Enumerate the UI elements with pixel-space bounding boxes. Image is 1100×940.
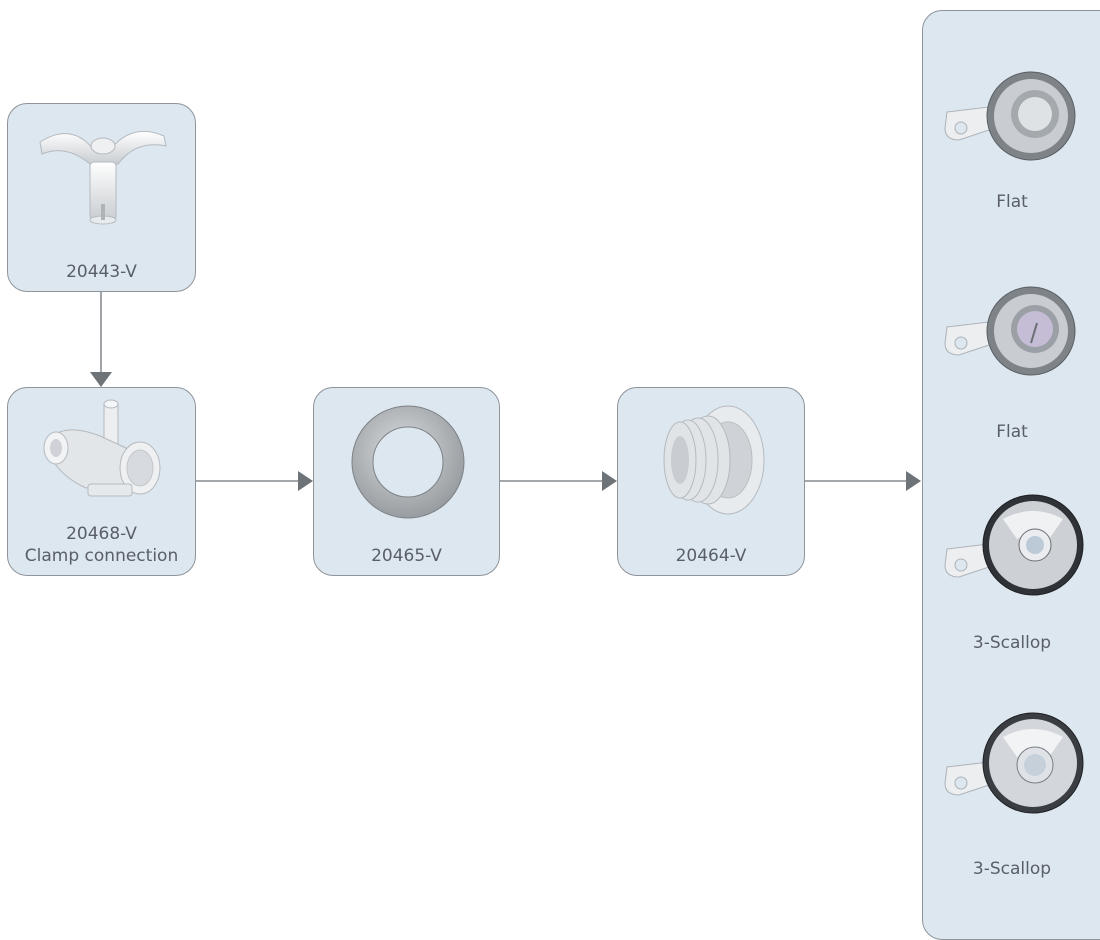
- part-card-20468[interactable]: 20468-V Clamp connection: [7, 387, 196, 576]
- gasket-ring-icon: [351, 405, 465, 519]
- part-label: 20464-V: [675, 546, 747, 566]
- part-label: 20468-V: [66, 524, 137, 544]
- y-fitting-icon: [39, 130, 167, 225]
- scallop-jet-icon: [944, 712, 1084, 814]
- jet-label: 3-Scallop: [972, 633, 1052, 653]
- part-sublabel: Clamp connection: [24, 546, 179, 566]
- part-card-20465[interactable]: 20465-V: [313, 387, 500, 576]
- part-label: 20443-V: [66, 262, 137, 282]
- jet-option[interactable]: Flat: [923, 241, 1100, 471]
- arrowhead-right-1: [298, 471, 313, 491]
- part-card-20464[interactable]: 20464-V: [617, 387, 805, 576]
- jet-option[interactable]: Flat: [923, 11, 1100, 241]
- jet-label: Flat: [996, 422, 1028, 442]
- arrowhead-right-2: [602, 471, 617, 491]
- jet-options-panel: Flat Flat 3-Scallop: [922, 10, 1100, 940]
- flat-jet-icon: [944, 71, 1076, 161]
- threaded-body-icon: [663, 405, 765, 515]
- jet-option[interactable]: 3-Scallop: [923, 471, 1100, 701]
- jet-option[interactable]: 3-Scallop: [923, 701, 1100, 931]
- arrowhead-right-3: [906, 471, 921, 491]
- clamp-fitting-icon: [43, 399, 161, 497]
- flat-jet-icon: [944, 286, 1076, 376]
- jet-label: 3-Scallop: [972, 859, 1052, 879]
- jet-label: Flat: [996, 192, 1028, 212]
- scallop-jet-icon: [944, 494, 1084, 596]
- arrowhead-down: [90, 372, 112, 387]
- part-card-20443[interactable]: 20443-V: [7, 103, 196, 292]
- part-label: 20465-V: [371, 546, 442, 566]
